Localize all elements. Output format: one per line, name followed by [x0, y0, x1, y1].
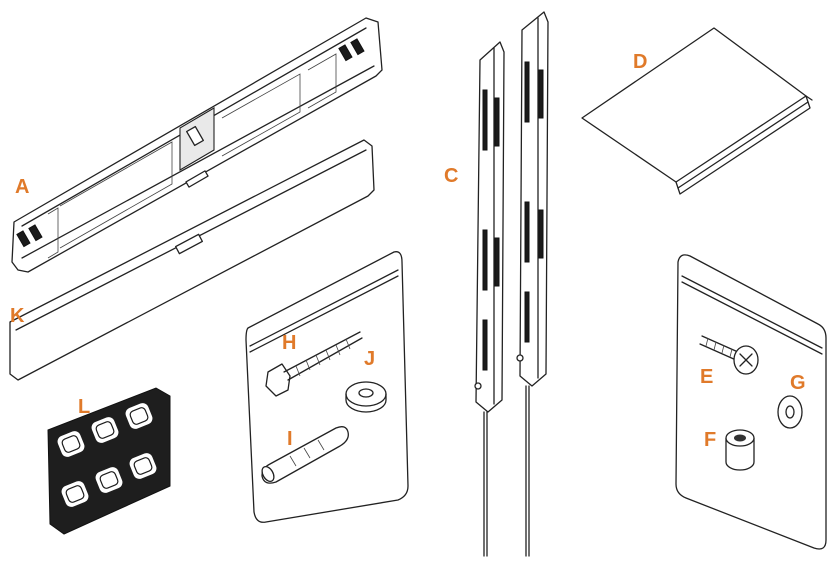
- machine-screw-e: [699, 335, 759, 375]
- mounting-plate-a: [11, 17, 383, 273]
- spacer-f: [725, 429, 755, 471]
- label-k: K: [10, 305, 25, 327]
- label-d: D: [633, 51, 647, 73]
- vertical-wall-rails-c: [474, 11, 549, 557]
- washer-j: [345, 381, 387, 413]
- cover-strip-k: [9, 139, 375, 381]
- label-a: A: [15, 176, 29, 198]
- wood-screw-h: [265, 331, 363, 397]
- label-i: I: [287, 428, 293, 450]
- label-g: G: [790, 372, 806, 394]
- label-j: J: [364, 348, 375, 370]
- label-f: F: [704, 429, 716, 451]
- washer-g: [777, 395, 803, 429]
- instruction-manual-d: [581, 27, 813, 195]
- part-labels: A K L H J I C D E G F: [10, 51, 806, 451]
- label-h: H: [282, 332, 296, 354]
- wall-anchor-i: [261, 426, 349, 484]
- label-e: E: [700, 366, 713, 388]
- hardware-bag-left: [245, 251, 409, 523]
- label-l: L: [78, 396, 90, 418]
- hardware-bag-right: [675, 254, 827, 550]
- foam-pads-sheet-l: [47, 387, 171, 535]
- label-c: C: [444, 165, 458, 187]
